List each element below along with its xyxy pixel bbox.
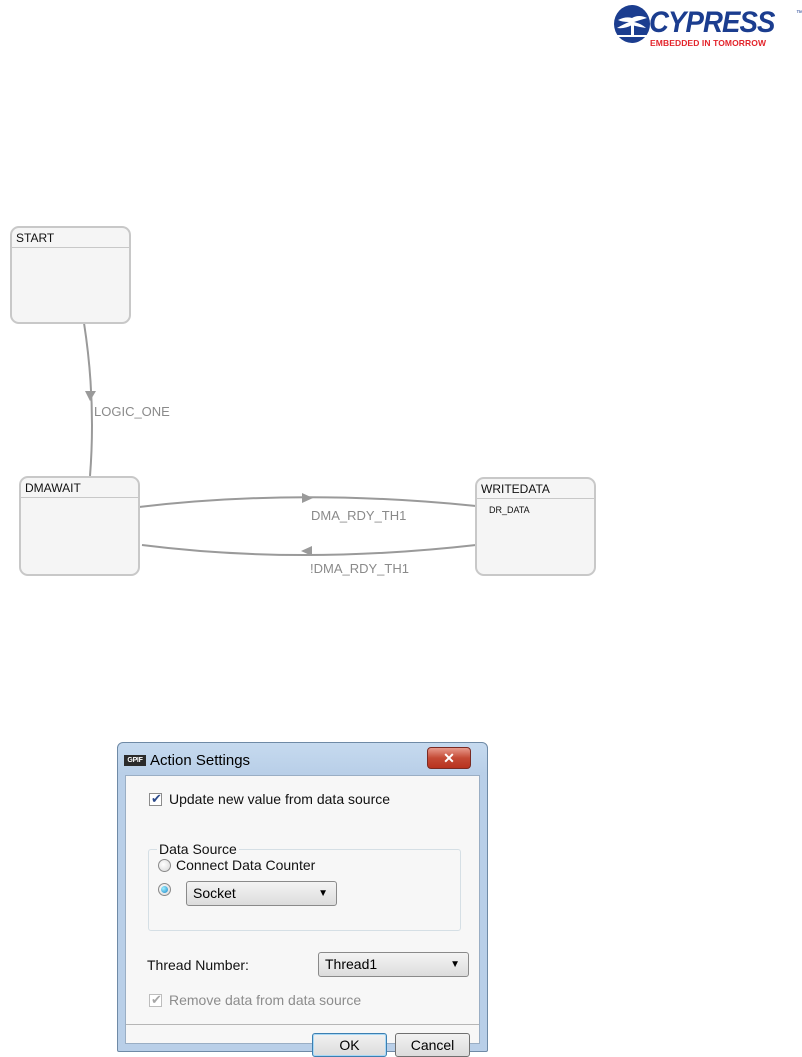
- logo-trademark: ™: [796, 10, 802, 17]
- chevron-down-icon: ▼: [318, 888, 328, 899]
- state-title: START: [12, 228, 129, 248]
- ok-button[interactable]: OK: [312, 1033, 387, 1057]
- transition-arrow-logic-one: [85, 391, 96, 401]
- cypress-logo: CYPRESS ™ EMBEDDED IN TOMORROW: [612, 2, 802, 54]
- transition-line-logic-one: [83, 322, 93, 477]
- logo-tagline: EMBEDDED IN TOMORROW: [650, 38, 767, 48]
- state-start[interactable]: START: [10, 226, 131, 324]
- transition-arrow-not-dma-rdy: [301, 546, 312, 556]
- socket-dropdown[interactable]: Socket ▼: [186, 881, 337, 906]
- update-value-label[interactable]: Update new value from data source: [169, 791, 391, 807]
- data-source-group: Data Source Connect Data Counter Socket …: [148, 841, 461, 931]
- update-value-checkbox[interactable]: ✔: [149, 791, 162, 806]
- chevron-down-icon: ▼: [450, 959, 460, 970]
- state-action: DR_DATA: [489, 505, 530, 515]
- socket-radio[interactable]: [158, 883, 171, 896]
- button-separator: [126, 1024, 479, 1025]
- dialog-body: ✔ Update new value from data source Data…: [125, 775, 480, 1057]
- thread-number-value: Thread1: [325, 956, 378, 972]
- transition-line-not-dma-rdy: [141, 544, 477, 556]
- state-writedata[interactable]: WRITEDATA DR_DATA: [475, 477, 596, 576]
- state-title: WRITEDATA: [477, 479, 594, 499]
- remove-data-checkbox[interactable]: ✔: [149, 992, 162, 1007]
- logo-wordmark: CYPRESS: [649, 6, 775, 39]
- connect-data-counter-radio[interactable]: [158, 859, 171, 872]
- cypress-tree-icon: [614, 5, 650, 43]
- transition-label-logic-one[interactable]: LOGIC_ONE: [94, 404, 170, 419]
- state-machine-canvas[interactable]: START DMAWAIT WRITEDATA DR_DATA LOGIC_ON…: [0, 0, 802, 640]
- socket-dropdown-value: Socket: [193, 885, 236, 901]
- action-settings-dialog: GPIF Action Settings ✕ ✔ Update new valu…: [117, 742, 488, 1057]
- dialog-title: Action Settings: [150, 752, 251, 769]
- state-dmawait[interactable]: DMAWAIT: [19, 476, 140, 576]
- data-source-group-label: Data Source: [157, 841, 239, 857]
- gpif-icon: GPIF: [124, 755, 146, 766]
- transition-arrow-dma-rdy: [302, 493, 313, 503]
- cancel-button[interactable]: Cancel: [395, 1033, 470, 1057]
- close-button[interactable]: ✕: [427, 747, 471, 769]
- check-mark-icon: ✔: [151, 992, 162, 1007]
- transition-lines: [83, 322, 477, 556]
- dialog-title-bar[interactable]: GPIF Action Settings ✕: [118, 743, 487, 779]
- connect-data-counter-label[interactable]: Connect Data Counter: [176, 857, 316, 873]
- state-title: DMAWAIT: [21, 478, 138, 498]
- transition-label-not-dma-rdy[interactable]: !DMA_RDY_TH1: [310, 561, 409, 576]
- thread-number-dropdown[interactable]: Thread1 ▼: [318, 952, 469, 977]
- thread-number-label: Thread Number:: [147, 957, 249, 973]
- transition-label-dma-rdy[interactable]: DMA_RDY_TH1: [311, 508, 407, 523]
- check-mark-icon: ✔: [151, 791, 162, 806]
- remove-data-label: Remove data from data source: [169, 992, 362, 1008]
